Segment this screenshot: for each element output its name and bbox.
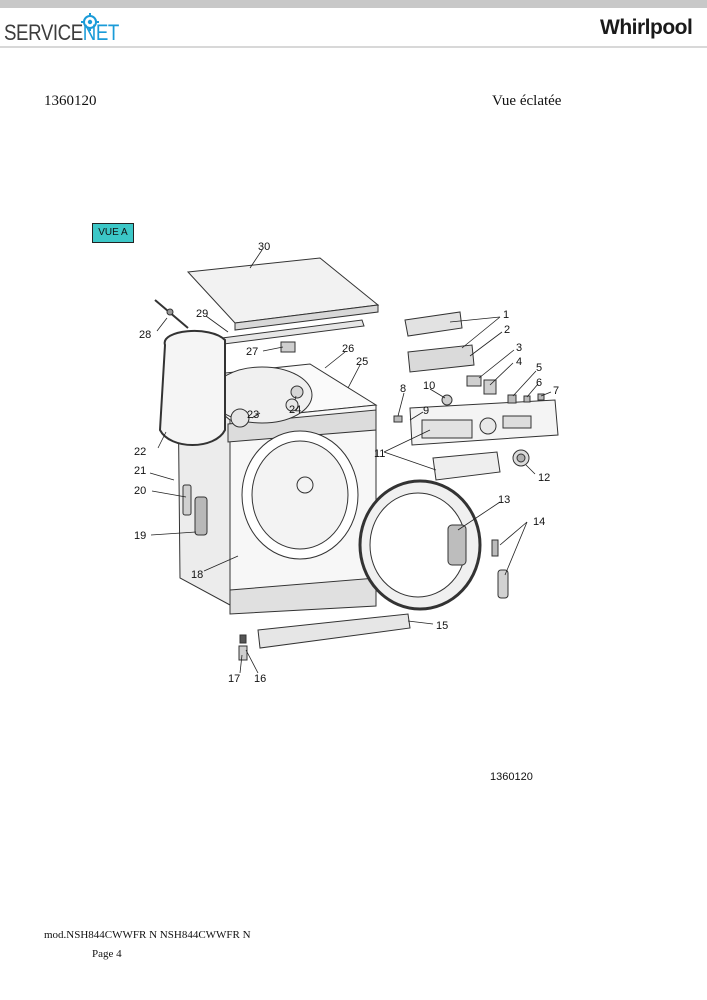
callout-29: 29 <box>196 308 208 320</box>
kick-plate-part <box>257 613 411 649</box>
callout-18: 18 <box>191 569 203 581</box>
callout-8: 8 <box>400 383 406 395</box>
view-label-badge: VUE A <box>92 223 134 243</box>
callout-21: 21 <box>134 465 146 477</box>
callout-30: 30 <box>258 241 270 253</box>
callout-10: 10 <box>423 380 435 392</box>
cabinet-base <box>229 577 377 615</box>
callout-28: 28 <box>139 329 151 341</box>
callout-2: 2 <box>504 324 510 336</box>
tub-seal-part <box>158 329 226 446</box>
control-board-1-part <box>404 311 463 337</box>
hinge-part <box>194 496 208 536</box>
callout-17: 17 <box>228 673 240 685</box>
callout-23: 23 <box>247 409 259 421</box>
foot-part <box>239 634 247 644</box>
callout-19: 19 <box>134 530 146 542</box>
exploded-view-diagram: 30 29 28 27 26 25 23 24 22 21 20 19 18 1… <box>134 241 559 685</box>
document-reference: 1360120 <box>44 93 97 109</box>
callout-1: 1 <box>503 309 509 321</box>
whirlpool-logo: Whirlpool <box>600 16 693 39</box>
callout-labels: 30 29 28 27 26 25 23 24 22 21 20 19 18 1… <box>134 241 559 685</box>
door-handle-part <box>497 569 509 599</box>
control-board-2-part <box>407 344 475 373</box>
page-number: Page 4 <box>92 948 122 960</box>
callout-14: 14 <box>533 516 545 528</box>
callout-11: 11 <box>374 448 385 460</box>
servicenet-logo: SERVICENET <box>4 20 119 46</box>
callout-16: 16 <box>254 673 266 685</box>
servicenet-logo-net: NET <box>82 20 120 45</box>
callout-26: 26 <box>342 343 354 355</box>
callout-25: 25 <box>356 356 368 368</box>
detergent-drawer-part <box>432 451 501 481</box>
servicenet-logo-service: SERVICE <box>4 20 83 45</box>
header-top-bar <box>0 0 707 8</box>
gear-icon <box>81 13 99 31</box>
callout-9: 9 <box>423 405 429 417</box>
pump-part <box>290 385 304 399</box>
callout-6: 6 <box>536 377 542 389</box>
callout-27: 27 <box>246 346 258 358</box>
callout-12: 12 <box>538 472 550 484</box>
callout-4: 4 <box>516 356 522 368</box>
callout-15: 15 <box>436 620 448 632</box>
callout-13: 13 <box>498 494 510 506</box>
callout-24: 24 <box>289 404 301 416</box>
callout-5: 5 <box>536 362 542 374</box>
callout-3: 3 <box>516 342 522 354</box>
callout-7: 7 <box>553 385 559 397</box>
callout-22: 22 <box>134 446 146 458</box>
diagram-code: 1360120 <box>490 771 533 783</box>
programmer-part <box>280 341 296 353</box>
document-title: Vue éclatée <box>492 93 562 109</box>
callout-20: 20 <box>134 485 146 497</box>
model-line: mod.NSH844CWWFR N NSH844CWWFR N <box>44 929 251 941</box>
header-divider <box>0 46 707 48</box>
